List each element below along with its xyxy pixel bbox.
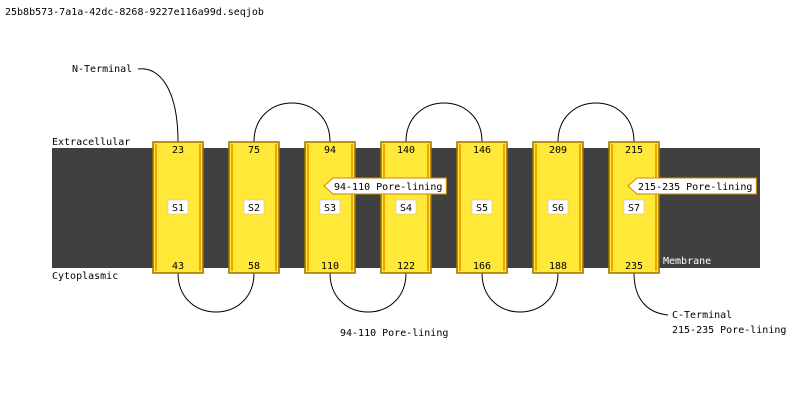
cytoplasmic-loop: [329, 272, 407, 313]
helix-s2[interactable]: 75 58 S2: [228, 141, 280, 274]
helix-label: S4: [400, 203, 412, 214]
helices: 23 43 S1 75 58 S2 94 110 S3 140 122 S4 146 166 S5 209 18…: [152, 141, 660, 274]
helix-label-box: [167, 199, 189, 215]
pore-callout-box: [323, 177, 447, 195]
helix-label: S6: [552, 203, 564, 214]
cytoplasmic-loop: [177, 272, 255, 313]
helix-s6[interactable]: 209 188 S6: [532, 141, 584, 274]
extracellular-label: Extracellular: [52, 137, 130, 148]
helix-end-residue: 166: [473, 261, 491, 272]
pore-callout-box: [627, 177, 757, 195]
helix-s7[interactable]: 215 235 S7: [608, 141, 660, 274]
n-terminal-label: N-Terminal: [72, 64, 132, 75]
c-terminal-label: C-Terminal: [672, 310, 732, 321]
helix-s5[interactable]: 146 166 S5: [456, 141, 508, 274]
helix-start-residue: 146: [473, 145, 491, 156]
pore-callouts: 94-110 Pore-lining 215-235 Pore-lining: [323, 177, 757, 195]
helix-end-residue: 235: [625, 261, 643, 272]
pore-callout-s3: 94-110 Pore-lining: [323, 177, 447, 195]
helix-s1[interactable]: 23 43 S1: [152, 141, 204, 274]
helix-label: S5: [476, 203, 488, 214]
n-terminal-tail: [137, 68, 179, 143]
helix-end-residue: 110: [321, 261, 339, 272]
helix-start-residue: 23: [172, 145, 184, 156]
helix-label-box: [319, 199, 341, 215]
helix-label: S7: [628, 203, 640, 214]
helix-s4[interactable]: 140 122 S4: [380, 141, 432, 274]
helix-start-residue: 140: [397, 145, 415, 156]
extracellular-loop: [405, 102, 483, 143]
cytoplasmic-label: Cytoplasmic: [52, 271, 118, 282]
helix-end-residue: 58: [248, 261, 260, 272]
helix-label-box: [471, 199, 493, 215]
helix-label: S2: [248, 203, 260, 214]
helix-label-box: [243, 199, 265, 215]
helix-end-residue: 188: [549, 261, 567, 272]
c-terminal-tail: [633, 272, 669, 316]
helix-label: S3: [324, 203, 336, 214]
helix-start-residue: 75: [248, 145, 260, 156]
job-title: 25b8b573-7a1a-42dc-8268-9227e116a99d.seq…: [5, 7, 264, 18]
pore-lining-annotation-s3: 94-110 Pore-lining: [340, 328, 448, 339]
extracellular-loop: [253, 102, 331, 143]
pore-callout-s7: 215-235 Pore-lining: [627, 177, 757, 195]
helix-start-residue: 94: [324, 145, 336, 156]
helix-start-residue: 209: [549, 145, 567, 156]
helix-end-residue: 122: [397, 261, 415, 272]
helix-end-residue: 43: [172, 261, 184, 272]
membrane-label: Membrane: [663, 256, 711, 267]
loops: [137, 68, 669, 316]
helix-label-box: [547, 199, 569, 215]
pore-lining-annotation-s7: 215-235 Pore-lining: [672, 325, 786, 336]
helix-s3[interactable]: 94 110 S3: [304, 141, 356, 274]
extracellular-loop: [557, 102, 635, 143]
pore-callout-text: 94-110 Pore-lining: [334, 182, 442, 193]
helix-label: S1: [172, 203, 184, 214]
helix-label-box: [623, 199, 645, 215]
helix-start-residue: 215: [625, 145, 643, 156]
pore-callout-text: 215-235 Pore-lining: [638, 182, 752, 193]
cytoplasmic-loop: [481, 272, 559, 313]
helix-label-box: [395, 199, 417, 215]
